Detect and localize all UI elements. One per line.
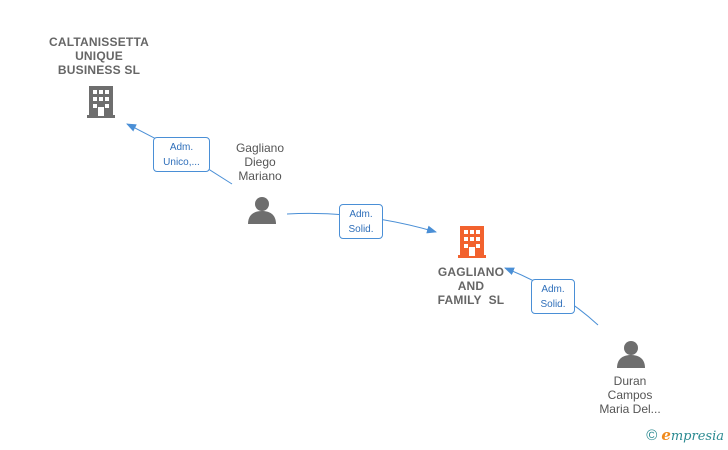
label-line: CALTANISSETTA: [49, 35, 149, 49]
copyright-icon: ©: [646, 426, 658, 444]
label-line: GAGLIANO: [437, 265, 505, 279]
company-label-caltanissetta[interactable]: CALTANISSETTA UNIQUE BUSINESS SL: [40, 35, 158, 77]
edge-label-line: Unico,...: [163, 157, 200, 168]
label-line: BUSINESS SL: [57, 63, 141, 77]
building-icon[interactable]: [456, 224, 488, 260]
person-icon[interactable]: [616, 340, 646, 368]
label-line: UNIQUE: [75, 49, 123, 63]
label-line: Gagliano: [235, 141, 285, 155]
label-line: Campos: [607, 388, 653, 402]
person-label-gagliano-diego[interactable]: Gagliano Diego Mariano: [220, 141, 300, 183]
label-line: Mariano: [238, 169, 282, 183]
label-line: FAMILY SL: [437, 293, 505, 307]
edge-label-line: Solid.: [540, 299, 566, 310]
edge-label-line: Adm.: [169, 142, 194, 153]
person-label-duran-campos[interactable]: Duran Campos Maria Del...: [584, 374, 676, 416]
edge-label-line: Adm.: [541, 284, 565, 295]
building-icon[interactable]: [85, 84, 117, 120]
label-line: AND: [457, 279, 485, 293]
edge-label-adm-unico[interactable]: Adm. Unico,...: [153, 137, 210, 172]
person-icon[interactable]: [247, 196, 277, 224]
label-line: Duran: [613, 374, 647, 388]
company-label-gagliano-family[interactable]: GAGLIANO AND FAMILY SL: [425, 265, 517, 307]
edge-label-adm-solid-duran[interactable]: Adm. Solid.: [531, 279, 575, 314]
brand-logo: empresia: [661, 426, 724, 444]
label-line: Diego: [244, 155, 276, 169]
label-line: Maria Del...: [599, 402, 661, 416]
edge-label-line: Solid.: [348, 224, 374, 235]
brand-watermark: © empresia: [646, 426, 724, 444]
edge-label-adm-solid-diego[interactable]: Adm. Solid.: [339, 204, 383, 239]
edge-label-line: Adm.: [349, 209, 373, 220]
